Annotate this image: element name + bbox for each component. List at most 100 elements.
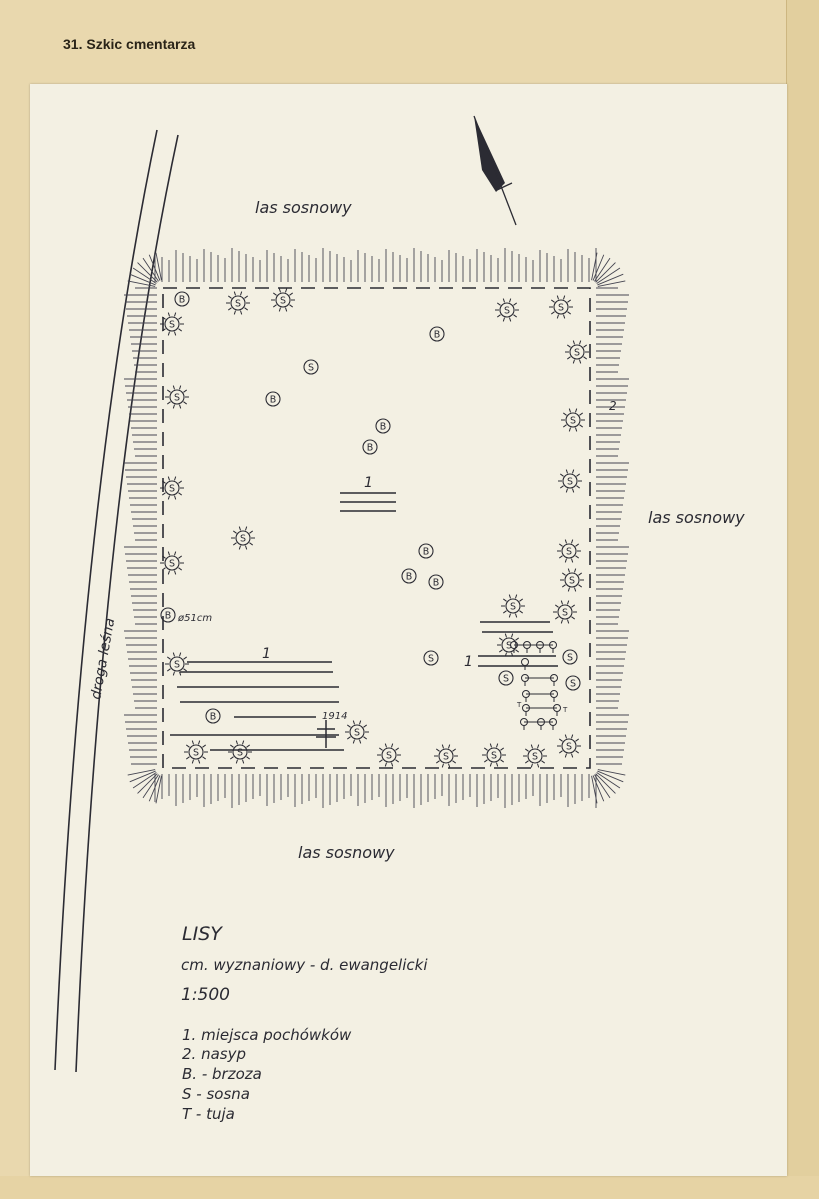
hachure-mark <box>132 267 157 284</box>
thuja-tree-icon <box>521 658 529 670</box>
hachure-mark <box>132 772 157 789</box>
svg-text:S: S <box>506 641 512 652</box>
svg-text:S: S <box>570 679 576 690</box>
svg-text:S: S <box>235 299 241 310</box>
pine-tree-icon: S <box>523 744 547 768</box>
legend: 1. miejsca pochówków 2. nasyp B. - brzoz… <box>182 1026 352 1123</box>
title-block: LISY cm. wyznaniowy - d. ewangelicki 1:5… <box>181 923 428 1005</box>
north-arrow <box>473 115 517 226</box>
pine-tree-icon: S <box>228 740 252 764</box>
hachure-mark <box>142 257 159 282</box>
hachure-mark <box>595 262 616 283</box>
hachure-mark <box>129 770 156 783</box>
pine-tree-icon: S <box>497 633 521 657</box>
embankment-marker: 2 <box>609 399 617 413</box>
pine-tree-icon: S <box>377 743 401 767</box>
map-scale: 1:500 <box>181 985 230 1005</box>
north-arrow-shaft <box>473 115 517 226</box>
pine-tree-icon: S <box>160 476 184 500</box>
svg-text:S: S <box>240 534 246 545</box>
hachure-mark <box>596 772 621 789</box>
svg-text:S: S <box>308 363 314 374</box>
thuja-tree-icon <box>549 718 557 730</box>
thuja-tree-icon <box>537 718 545 730</box>
pine-tree-icon: S <box>423 650 439 666</box>
svg-text:S: S <box>169 320 175 331</box>
north-arrow-tick <box>496 182 513 191</box>
pine-tree-icon: S <box>498 670 514 686</box>
svg-text:S: S <box>562 608 568 619</box>
hachure-mark <box>597 280 626 287</box>
hachure-mark <box>127 280 156 287</box>
pine-tree-icon: S <box>562 649 578 665</box>
pine-tree-icon: S <box>303 359 319 375</box>
hachure-mark <box>597 769 626 776</box>
svg-text:B: B <box>210 712 217 723</box>
pine-tree-icon: S <box>226 291 250 315</box>
hachure-mark <box>148 254 161 281</box>
cross-year: 1914 <box>322 711 347 722</box>
birch-tree-icon: B <box>401 568 417 584</box>
hachure-mark <box>594 774 611 799</box>
birch-tree-icon: B <box>429 326 445 342</box>
svg-text:S: S <box>237 748 243 759</box>
svg-text:S: S <box>193 748 199 759</box>
road-label: droga leśna <box>88 617 118 701</box>
hachure-mark <box>148 775 161 802</box>
pine-tree-icon: S <box>560 568 584 592</box>
pine-tree-icon: S <box>345 720 369 744</box>
pine-tree-icon: S <box>160 551 184 575</box>
pine-tree-icon: S <box>231 526 255 550</box>
thuja-tree-icon <box>522 704 530 716</box>
birch-tree-icon: B <box>205 708 221 724</box>
svg-text:S: S <box>567 653 573 664</box>
page-header: 31. Szkic cmentarza <box>63 36 196 52</box>
pine-tree-icon: S <box>160 312 184 336</box>
thuja-tree-icon <box>550 674 558 686</box>
pine-tree-icon: S <box>495 298 519 322</box>
svg-text:B: B <box>179 295 186 306</box>
thuja-tree-icon <box>550 690 558 702</box>
svg-text:B: B <box>406 572 413 583</box>
svg-text:S: S <box>566 742 572 753</box>
svg-text:S: S <box>169 559 175 570</box>
hachure-mark <box>137 262 158 283</box>
legend-item: 2. nasyp <box>182 1045 246 1063</box>
hachure-mark <box>155 775 162 804</box>
legend-item: B. - brzoza <box>182 1065 262 1083</box>
svg-text:S: S <box>174 393 180 404</box>
thuja-tree-icon <box>536 641 544 653</box>
svg-text:S: S <box>503 674 509 685</box>
legend-item: S - sosna <box>182 1085 250 1103</box>
hachure-mark <box>142 774 159 799</box>
birch-tree-icon: B <box>418 543 434 559</box>
svg-text:S: S <box>428 654 434 665</box>
birch-tree-icon: B <box>174 291 190 307</box>
thuja-symbol: T <box>562 706 568 714</box>
thuja-tree-icon <box>522 690 530 702</box>
pine-tree-icon: S <box>165 385 189 409</box>
cemetery-boundary <box>162 287 591 769</box>
birch-tree-icon: B <box>428 574 444 590</box>
place-name: LISY <box>182 923 223 945</box>
cross-monument <box>316 720 336 748</box>
hachure-mark <box>155 252 162 281</box>
svg-text:B: B <box>380 422 387 433</box>
cemetery-description: cm. wyznaniowy - d. ewangelicki <box>181 956 428 974</box>
pine-tree-icon: S <box>482 743 506 767</box>
pine-tree-icon: S <box>565 675 581 691</box>
svg-text:S: S <box>532 752 538 763</box>
hachure-mark <box>597 770 624 783</box>
svg-text:B: B <box>270 395 277 406</box>
svg-text:S: S <box>491 751 497 762</box>
svg-text:S: S <box>504 306 510 317</box>
thuja-tree-icon <box>520 718 528 730</box>
thuja-tree-icon <box>523 641 531 653</box>
forest-label-top: las sosnowy <box>255 198 352 217</box>
pine-tree-icon: S <box>549 295 573 319</box>
svg-text:S: S <box>558 303 564 314</box>
svg-text:S: S <box>510 602 516 613</box>
birch-tree-icon: B <box>265 391 281 407</box>
birch-tree-icon: B <box>362 439 378 455</box>
hachure-mark <box>592 254 605 281</box>
